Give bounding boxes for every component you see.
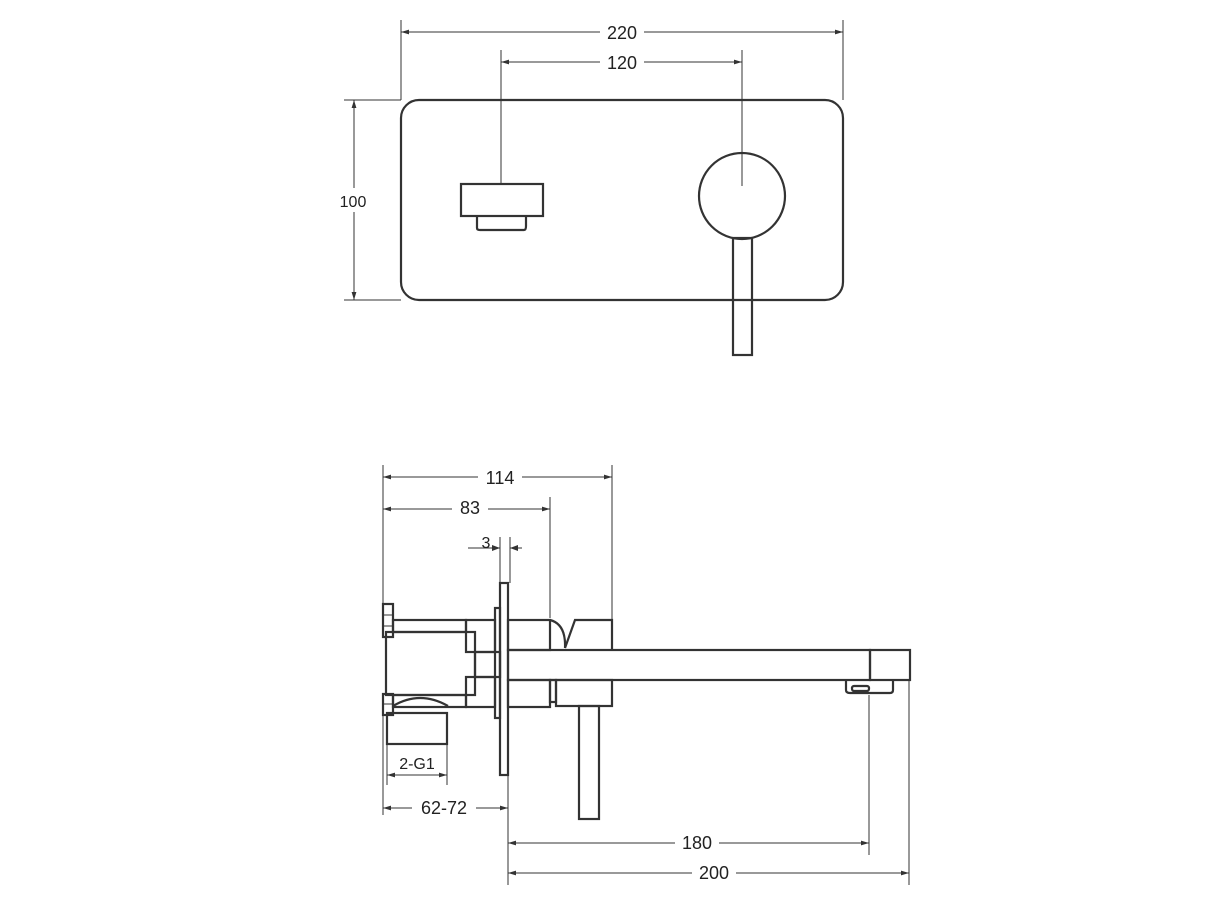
aerator-top — [475, 216, 528, 232]
dim-62-72-label: 62-72 — [421, 798, 467, 818]
aerator — [844, 680, 895, 695]
valve-body — [384, 630, 477, 697]
spout — [506, 648, 872, 682]
dim-100-label: 100 — [340, 194, 367, 211]
dim-2-g1-label: 2-G1 — [399, 756, 435, 773]
top-view: 220 120 100 — [334, 20, 845, 357]
side-view: 114 83 3 2-G1 62-72 180 200 — [381, 465, 912, 885]
dim-220-label: 220 — [607, 23, 637, 43]
handle-side — [577, 704, 601, 821]
dim-120-label: 120 — [607, 53, 637, 73]
dim-200-label: 200 — [699, 863, 729, 883]
inlet — [385, 711, 449, 746]
dim-3-label: 3 — [482, 535, 491, 552]
connector — [473, 650, 502, 679]
wall-plate — [399, 98, 845, 302]
spout-end — [868, 648, 912, 682]
handle-lever — [731, 236, 754, 357]
dim-83-label: 83 — [460, 498, 480, 518]
wall-plate-side — [498, 581, 510, 777]
dim-114-label: 114 — [486, 468, 515, 488]
dim-180-label: 180 — [682, 833, 712, 853]
spout-outlet-top — [459, 182, 545, 218]
